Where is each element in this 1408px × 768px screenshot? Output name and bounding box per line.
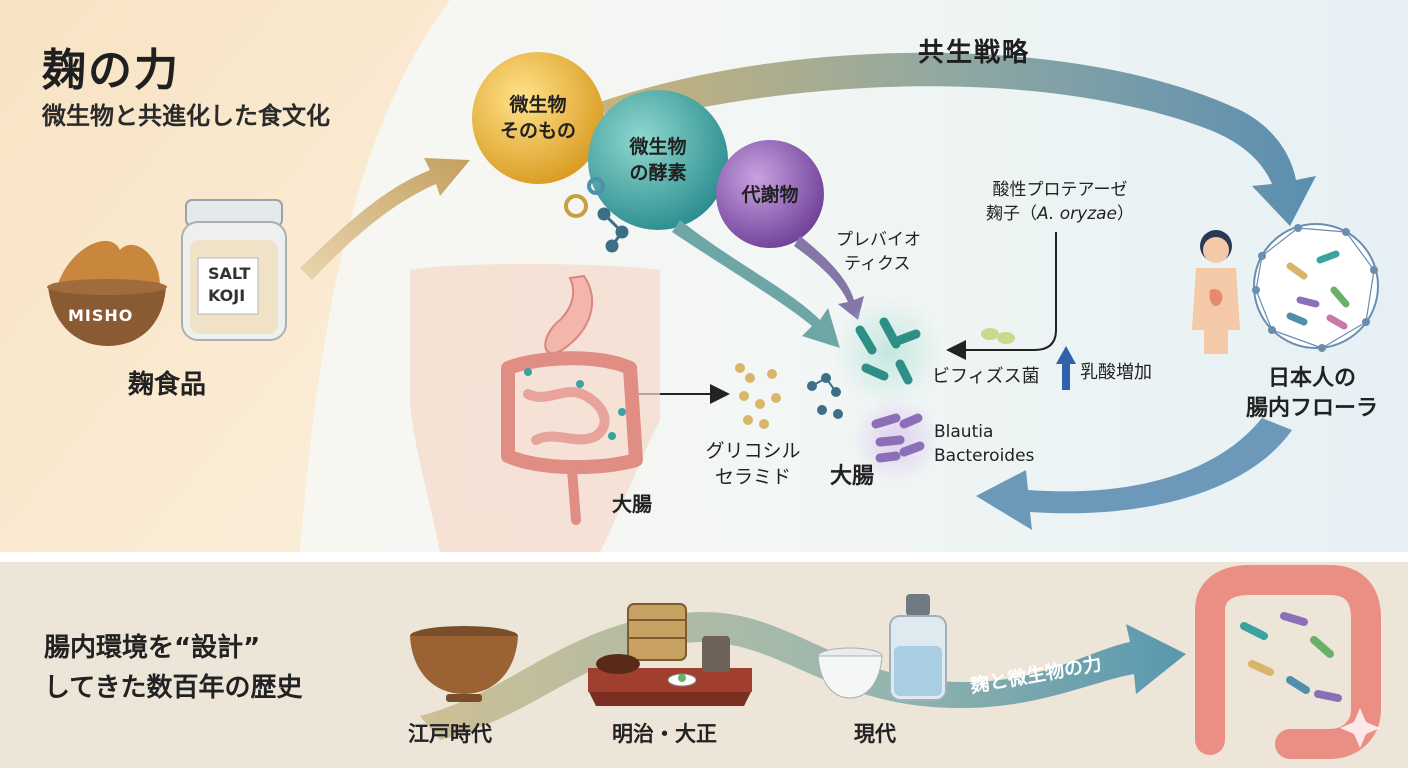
bifidus-glow xyxy=(834,298,942,406)
sphere-enzymes-line2: の酵素 xyxy=(629,162,687,184)
bacteroides-label: Bacteroides xyxy=(934,446,1035,466)
era-edo: 江戸時代 xyxy=(408,722,492,746)
timeline-heading-line1: 腸内環境を“設計” xyxy=(44,633,261,663)
flora-return-arrow xyxy=(976,418,1292,530)
koji-foods-caption: 麹食品 xyxy=(128,370,207,400)
jar-label-2: KOJI xyxy=(208,286,246,305)
glycosyl-line2: セラミド xyxy=(714,466,791,488)
sphere-microbes-line2: そのもの xyxy=(499,120,576,142)
person-icon xyxy=(1192,230,1240,354)
sphere-metabolites-label: 代謝物 xyxy=(741,184,799,206)
protease-line2: 麹子（A. oryzae） xyxy=(960,202,1160,226)
enzymes-arrow xyxy=(672,220,840,348)
sphere-microbes xyxy=(472,52,604,184)
bifidobacteria-icon xyxy=(855,317,921,385)
jar-label-1: SALT xyxy=(208,264,251,283)
flora-network-icon xyxy=(1252,223,1379,352)
lactobacilli-icon xyxy=(981,328,1015,344)
glycosyl-label: グリコシル セラミド xyxy=(698,438,808,490)
protease-arrow xyxy=(946,232,1057,360)
edo-bowl-icon xyxy=(410,626,518,702)
colon-illustration xyxy=(1195,565,1381,759)
glycosyl-line1: グリコシル xyxy=(705,440,801,462)
metabolites-arrow xyxy=(794,236,864,320)
blautia-label: Blautia xyxy=(934,422,994,442)
large-intestine-body-label: 大腸 xyxy=(612,492,652,516)
protease-line1: 酸性プロテアーゼ xyxy=(992,180,1128,200)
gear-icon xyxy=(564,177,605,218)
bifidus-label: ビフィズス菌 xyxy=(932,366,1040,387)
protease-suffix: ） xyxy=(1117,204,1134,224)
flora-line1: 日本人の xyxy=(1267,366,1356,391)
prebiotics-line2: ティクス xyxy=(844,254,911,274)
molecule-icon xyxy=(597,207,629,253)
lactic-label: 乳酸増加 xyxy=(1080,362,1152,383)
molecule-small-icon xyxy=(807,373,843,419)
timeline-heading: 腸内環境を“設計” してきた数百年の歴史 xyxy=(44,628,302,708)
timeline-arrow xyxy=(420,611,1186,740)
band-divider xyxy=(0,552,1408,562)
modern-bowl-icon xyxy=(817,647,883,699)
koji-jar xyxy=(181,199,287,341)
page-subtitle: 微生物と共進化した食文化 xyxy=(42,102,330,130)
lactic-up-arrow xyxy=(1056,346,1076,390)
blautia-bacteroides-label: Blautia Bacteroides xyxy=(934,420,1034,468)
gold-arrow xyxy=(300,158,470,280)
sphere-enzymes xyxy=(588,90,728,230)
prebiotics-line1: プレバイオ xyxy=(836,230,921,250)
sphere-metabolites xyxy=(716,140,824,248)
large-intestine-center-label: 大腸 xyxy=(830,464,875,489)
protease-species: A. oryzae xyxy=(1036,204,1117,224)
symbiosis-arrow xyxy=(600,52,1316,226)
page-title: 麹の力 xyxy=(42,45,180,96)
meiji-tray-icon xyxy=(588,603,752,706)
sphere-enzymes-label: 微生物 の酵素 xyxy=(614,134,702,186)
bottle-icon xyxy=(889,594,947,701)
flora-label: 日本人の 腸内フローラ xyxy=(1232,364,1392,424)
era-modern: 現代 xyxy=(854,722,896,746)
symbiosis-label: 共生戦略 xyxy=(918,38,1031,68)
miso-bowl xyxy=(47,240,167,346)
era-meiji-taisho: 明治・大正 xyxy=(612,722,717,746)
flora-line2: 腸内フローラ xyxy=(1245,396,1378,421)
sphere-microbes-line1: 微生物 xyxy=(509,94,567,116)
torso-illustration xyxy=(410,264,660,552)
blautia-bacteroides-icon xyxy=(871,413,925,463)
prebiotics-label: プレバイオ ティクス xyxy=(836,228,921,276)
timeline-heading-line2: してきた数百年の歴史 xyxy=(44,673,303,703)
glycosylceramide-icon xyxy=(735,363,781,429)
sphere-enzymes-line1: 微生物 xyxy=(629,136,687,158)
protease-label: 酸性プロテアーゼ 麹子（A. oryzae） xyxy=(960,178,1160,226)
sphere-microbes-label: 微生物 そのもの xyxy=(496,92,580,144)
bowl-label: MISHO xyxy=(68,306,134,325)
protease-prefix: 麹子（ xyxy=(985,204,1037,224)
